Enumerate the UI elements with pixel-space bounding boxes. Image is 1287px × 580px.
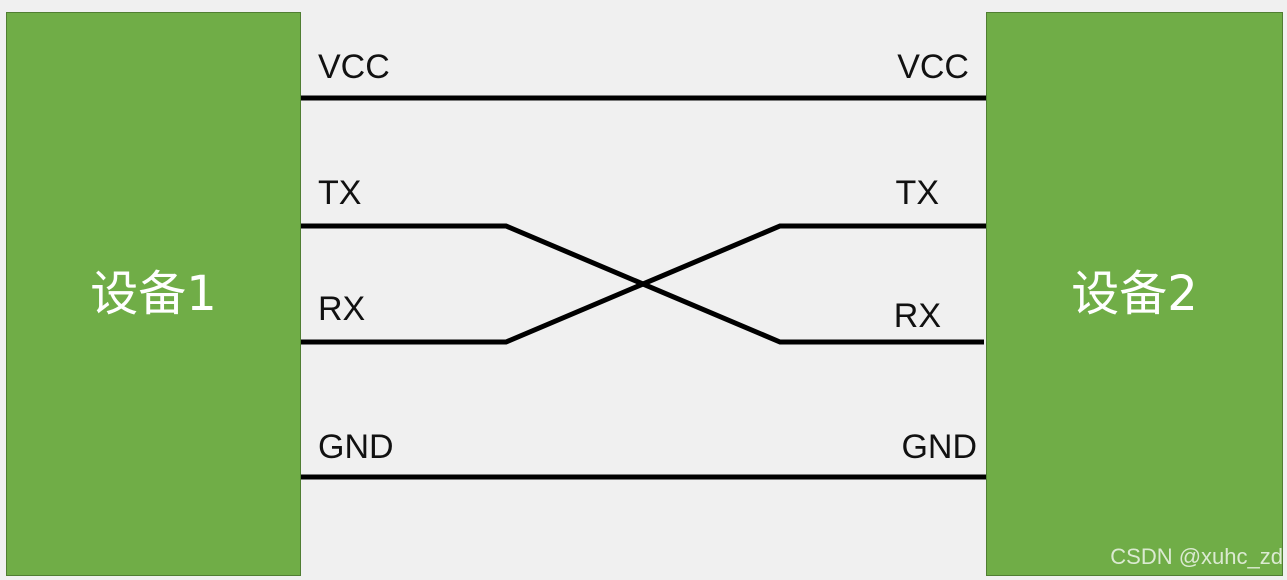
device-1-label: 设备1 — [90, 266, 217, 322]
device-2-box: 设备2 — [986, 12, 1283, 576]
right-rx-label: RX — [893, 297, 941, 335]
device-2-label: 设备2 — [1071, 266, 1198, 322]
device-1-box: 设备1 — [6, 12, 301, 576]
left-rx-label: RX — [318, 290, 366, 328]
right-gnd-label: GND — [901, 428, 977, 466]
rx-to-tx-wire — [301, 223, 986, 345]
left-gnd-label: GND — [318, 428, 394, 466]
right-vcc-label: VCC — [897, 48, 969, 86]
left-vcc-label: VCC — [318, 48, 390, 86]
watermark: CSDN @xuhc_zd — [1110, 544, 1283, 569]
right-tx-label: TX — [895, 174, 939, 212]
left-tx-label: TX — [318, 174, 362, 212]
